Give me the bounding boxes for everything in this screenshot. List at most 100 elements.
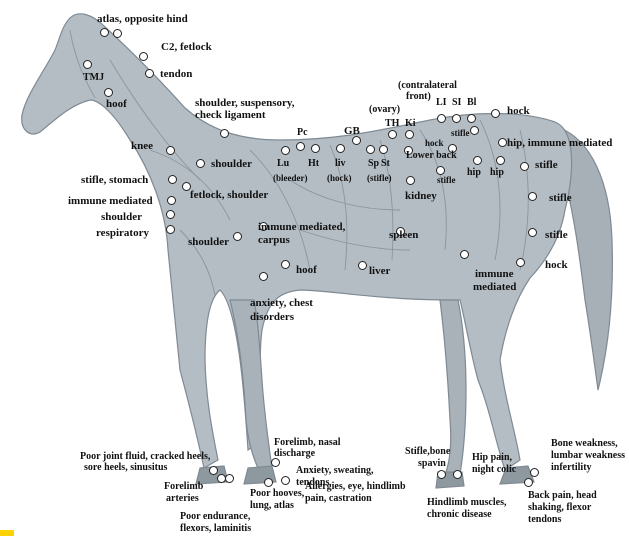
label-atlas: atlas, opposite hind: [97, 13, 188, 25]
acupoint-si[interactable]: [452, 114, 461, 123]
acupoint-liv[interactable]: [336, 144, 345, 153]
label-hip1: hip: [467, 167, 481, 179]
label-shoulder-mid: shoulder: [211, 158, 252, 170]
acupoint-knee[interactable]: [166, 146, 175, 155]
acupoint-anxiety-sweat[interactable]: [281, 476, 290, 485]
acupoint-hock-right[interactable]: [516, 258, 525, 267]
label-c2: C2, fetlock: [161, 41, 212, 53]
acupoint-poor-hooves[interactable]: [264, 478, 273, 487]
acupoint-forelimb-art-2[interactable]: [225, 474, 234, 483]
label-immune-carpus-2: carpus: [258, 234, 290, 246]
acupoint-stifle-bone[interactable]: [437, 470, 446, 479]
acupoint-stifle-stomach[interactable]: [168, 175, 177, 184]
acupoint-tendon[interactable]: [145, 69, 154, 78]
label-knee: knee: [131, 140, 153, 152]
acupoint-bl[interactable]: [467, 114, 476, 123]
acupoint-hoof-mid[interactable]: [281, 260, 290, 269]
acupoint-hip-immune[interactable]: [498, 138, 507, 147]
acupoint-sp[interactable]: [366, 145, 375, 154]
label-immune-rear-2: mediated: [473, 281, 516, 293]
label-fetlock-shoulder: fetlock, shoulder: [190, 189, 268, 201]
label-anxiety-chest-1: anxiety, chest: [250, 297, 313, 309]
acupoint-li[interactable]: [437, 114, 446, 123]
label-stifle-stomach: stifle, stomach: [81, 174, 148, 186]
acupoint-shoulder-susp[interactable]: [220, 129, 229, 138]
acupoint-shoulder-left[interactable]: [166, 210, 175, 219]
label-ovary: (ovary): [369, 104, 400, 116]
acupoint-liver[interactable]: [358, 261, 367, 270]
acupoint-lu[interactable]: [281, 146, 290, 155]
label-pc: Pc: [297, 127, 308, 139]
acupoint-respiratory[interactable]: [166, 225, 175, 234]
acupoint-gb[interactable]: [352, 136, 361, 145]
label-hip2: hip: [490, 167, 504, 179]
label-shoulder-susp-2: check ligament: [195, 109, 266, 121]
label-tmj: TMJ: [83, 72, 104, 84]
label-stifle-r3: stifle: [545, 229, 568, 241]
label-shoulder-left: shoulder: [101, 211, 142, 223]
acupoint-st[interactable]: [379, 145, 388, 154]
label-respiratory: respiratory: [96, 227, 149, 239]
acupoint-ki[interactable]: [405, 130, 414, 139]
acupoint-shoulder-mid[interactable]: [196, 159, 205, 168]
label-spleen: spleen: [389, 229, 418, 241]
acupoint-hock-top[interactable]: [491, 109, 500, 118]
acupoint-hip2[interactable]: [496, 156, 505, 165]
acupoint-bone-weak[interactable]: [530, 468, 539, 477]
label-stifle-bone-2: spavin: [418, 458, 446, 470]
acupoint-kidney[interactable]: [406, 176, 415, 185]
acupoint-ht[interactable]: [311, 144, 320, 153]
label-bl: Bl: [467, 97, 476, 109]
label-liv: liv: [335, 158, 346, 170]
acupoint-pc[interactable]: [296, 142, 305, 151]
label-anxiety-sweat-1: Anxiety, sweating,: [296, 465, 374, 477]
label-hip-pain-1: Hip pain,: [472, 452, 512, 464]
acupoint-hoof-head[interactable]: [104, 88, 113, 97]
acupoint-stifle-r1[interactable]: [520, 162, 529, 171]
label-hindlimb-muscles-1: Hindlimb muscles,: [427, 497, 506, 509]
acupoint-atlas-2[interactable]: [113, 29, 122, 38]
label-stifle-paren: (stifle): [367, 172, 392, 184]
label-th: TH: [385, 118, 399, 130]
label-kidney: kidney: [405, 190, 437, 202]
acupoint-tmj[interactable]: [83, 60, 92, 69]
acupoint-th[interactable]: [388, 130, 397, 139]
acupoint-immune-rear[interactable]: [460, 250, 469, 259]
acupoint-hip-pain[interactable]: [453, 470, 462, 479]
label-stifle-small: stifle: [437, 174, 456, 186]
acupoint-back-pain[interactable]: [524, 478, 533, 487]
acupoint-stifle-r2[interactable]: [528, 192, 537, 201]
label-hock-top: hock: [507, 105, 530, 117]
label-immune-rear-1: immune: [475, 268, 514, 280]
label-sp: Sp: [368, 158, 379, 170]
label-poor-endurance-1: Poor endurance,: [180, 511, 250, 523]
horse-far-foreleg: [230, 300, 272, 468]
acupoint-stifle-r3[interactable]: [528, 228, 537, 237]
label-immune-left: immune mediated: [68, 195, 153, 207]
corner-marker: [0, 530, 14, 536]
acupoint-anxiety-chest[interactable]: [259, 272, 268, 281]
label-si: SI: [452, 97, 461, 109]
label-back-pain-3: tendons: [528, 514, 561, 526]
acupoint-c2[interactable]: [139, 52, 148, 61]
acupoint-immune-left[interactable]: [167, 196, 176, 205]
acupoint-shoulder-low[interactable]: [233, 232, 242, 241]
label-liver: liver: [369, 265, 390, 277]
label-ht: Ht: [308, 158, 319, 170]
acupoint-stifle-back[interactable]: [470, 126, 479, 135]
label-immune-carpus-1: immune mediated,: [258, 221, 345, 233]
label-hoof-head: hoof: [106, 98, 127, 110]
label-hip-immune: hip, immune mediated: [507, 137, 612, 149]
acupoint-hip1[interactable]: [473, 156, 482, 165]
label-ki: Ki: [405, 118, 416, 130]
label-li: LI: [436, 97, 447, 109]
label-poor-hooves-2: lung, atlas: [250, 500, 294, 512]
label-anxiety-chest-2: disorders: [250, 311, 294, 323]
label-tendon: tendon: [160, 68, 192, 80]
label-contralateral-2: front): [406, 91, 431, 103]
acupoint-poor-joint[interactable]: [209, 466, 218, 475]
label-st: St: [381, 158, 390, 170]
acupoint-atlas-1[interactable]: [100, 28, 109, 37]
label-stifle-back: stifle: [451, 127, 470, 139]
label-back-pain-2: shaking, flexor: [528, 502, 591, 514]
